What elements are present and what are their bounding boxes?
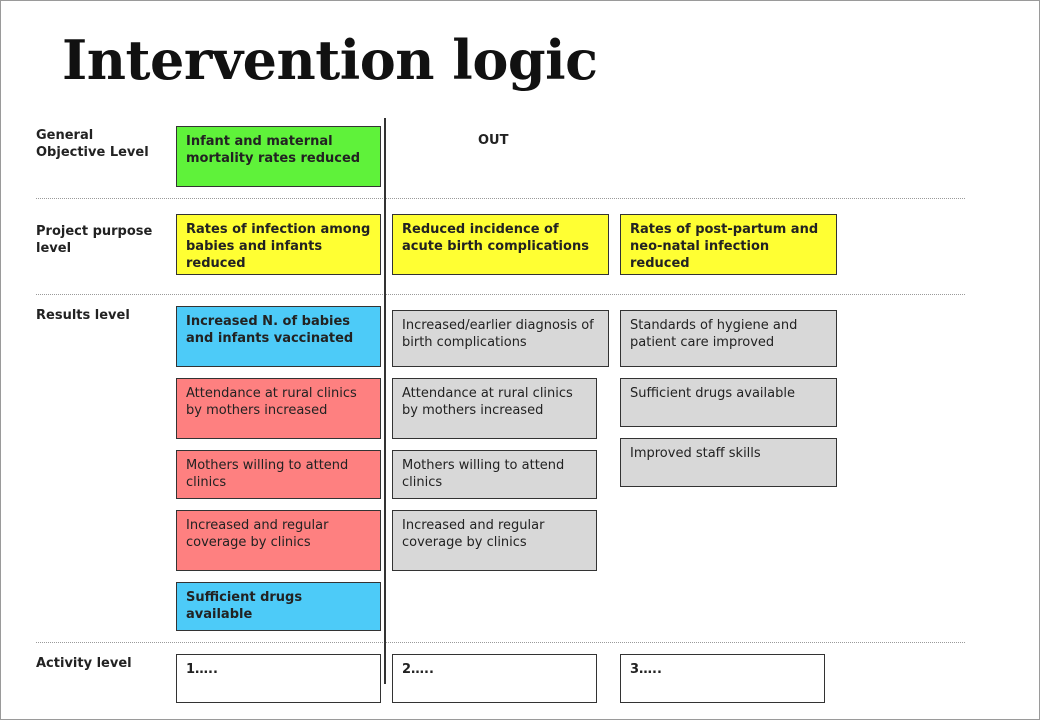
- separator-line: [36, 294, 965, 295]
- result-box-vaccinated: Increased N. of babies and infants vacci…: [176, 306, 381, 367]
- result-box-drugs: Sufficient drugs available: [176, 582, 381, 631]
- separator-line: [36, 198, 965, 199]
- activity-box-3: 3…..: [620, 654, 825, 703]
- result-box-drugs: Sufficient drugs available: [620, 378, 837, 427]
- scope-divider-line: [384, 118, 386, 684]
- activity-box-1: 1…..: [176, 654, 381, 703]
- level-label-results: Results level: [36, 308, 130, 323]
- result-box-attendance: Attendance at rural clinics by mothers i…: [392, 378, 597, 439]
- activity-box-2: 2…..: [392, 654, 597, 703]
- result-box-hygiene: Standards of hygiene and patient care im…: [620, 310, 837, 367]
- out-label: OUT: [478, 133, 509, 148]
- purpose-box-postpartum: Rates of post-partum and neo-natal infec…: [620, 214, 837, 275]
- level-label-general: General Objective Level: [36, 128, 149, 160]
- result-box-coverage: Increased and regular coverage by clinic…: [176, 510, 381, 571]
- purpose-box-infection: Rates of infection among babies and infa…: [176, 214, 381, 275]
- level-label-purpose: Project purpose level: [36, 224, 153, 256]
- result-box-mothers-willing: Mothers willing to attend clinics: [392, 450, 597, 499]
- general-objective-box: Infant and maternal mortality rates redu…: [176, 126, 381, 187]
- separator-line: [36, 642, 965, 643]
- page-title: Intervention logic: [62, 28, 598, 92]
- purpose-box-birth-complications: Reduced incidence of acute birth complic…: [392, 214, 609, 275]
- result-box-staff-skills: Improved staff skills: [620, 438, 837, 487]
- level-label-activity: Activity level: [36, 656, 132, 671]
- result-box-coverage: Increased and regular coverage by clinic…: [392, 510, 597, 571]
- result-box-mothers-willing: Mothers willing to attend clinics: [176, 450, 381, 499]
- result-box-diagnosis: Increased/earlier diagnosis of birth com…: [392, 310, 609, 367]
- result-box-attendance: Attendance at rural clinics by mothers i…: [176, 378, 381, 439]
